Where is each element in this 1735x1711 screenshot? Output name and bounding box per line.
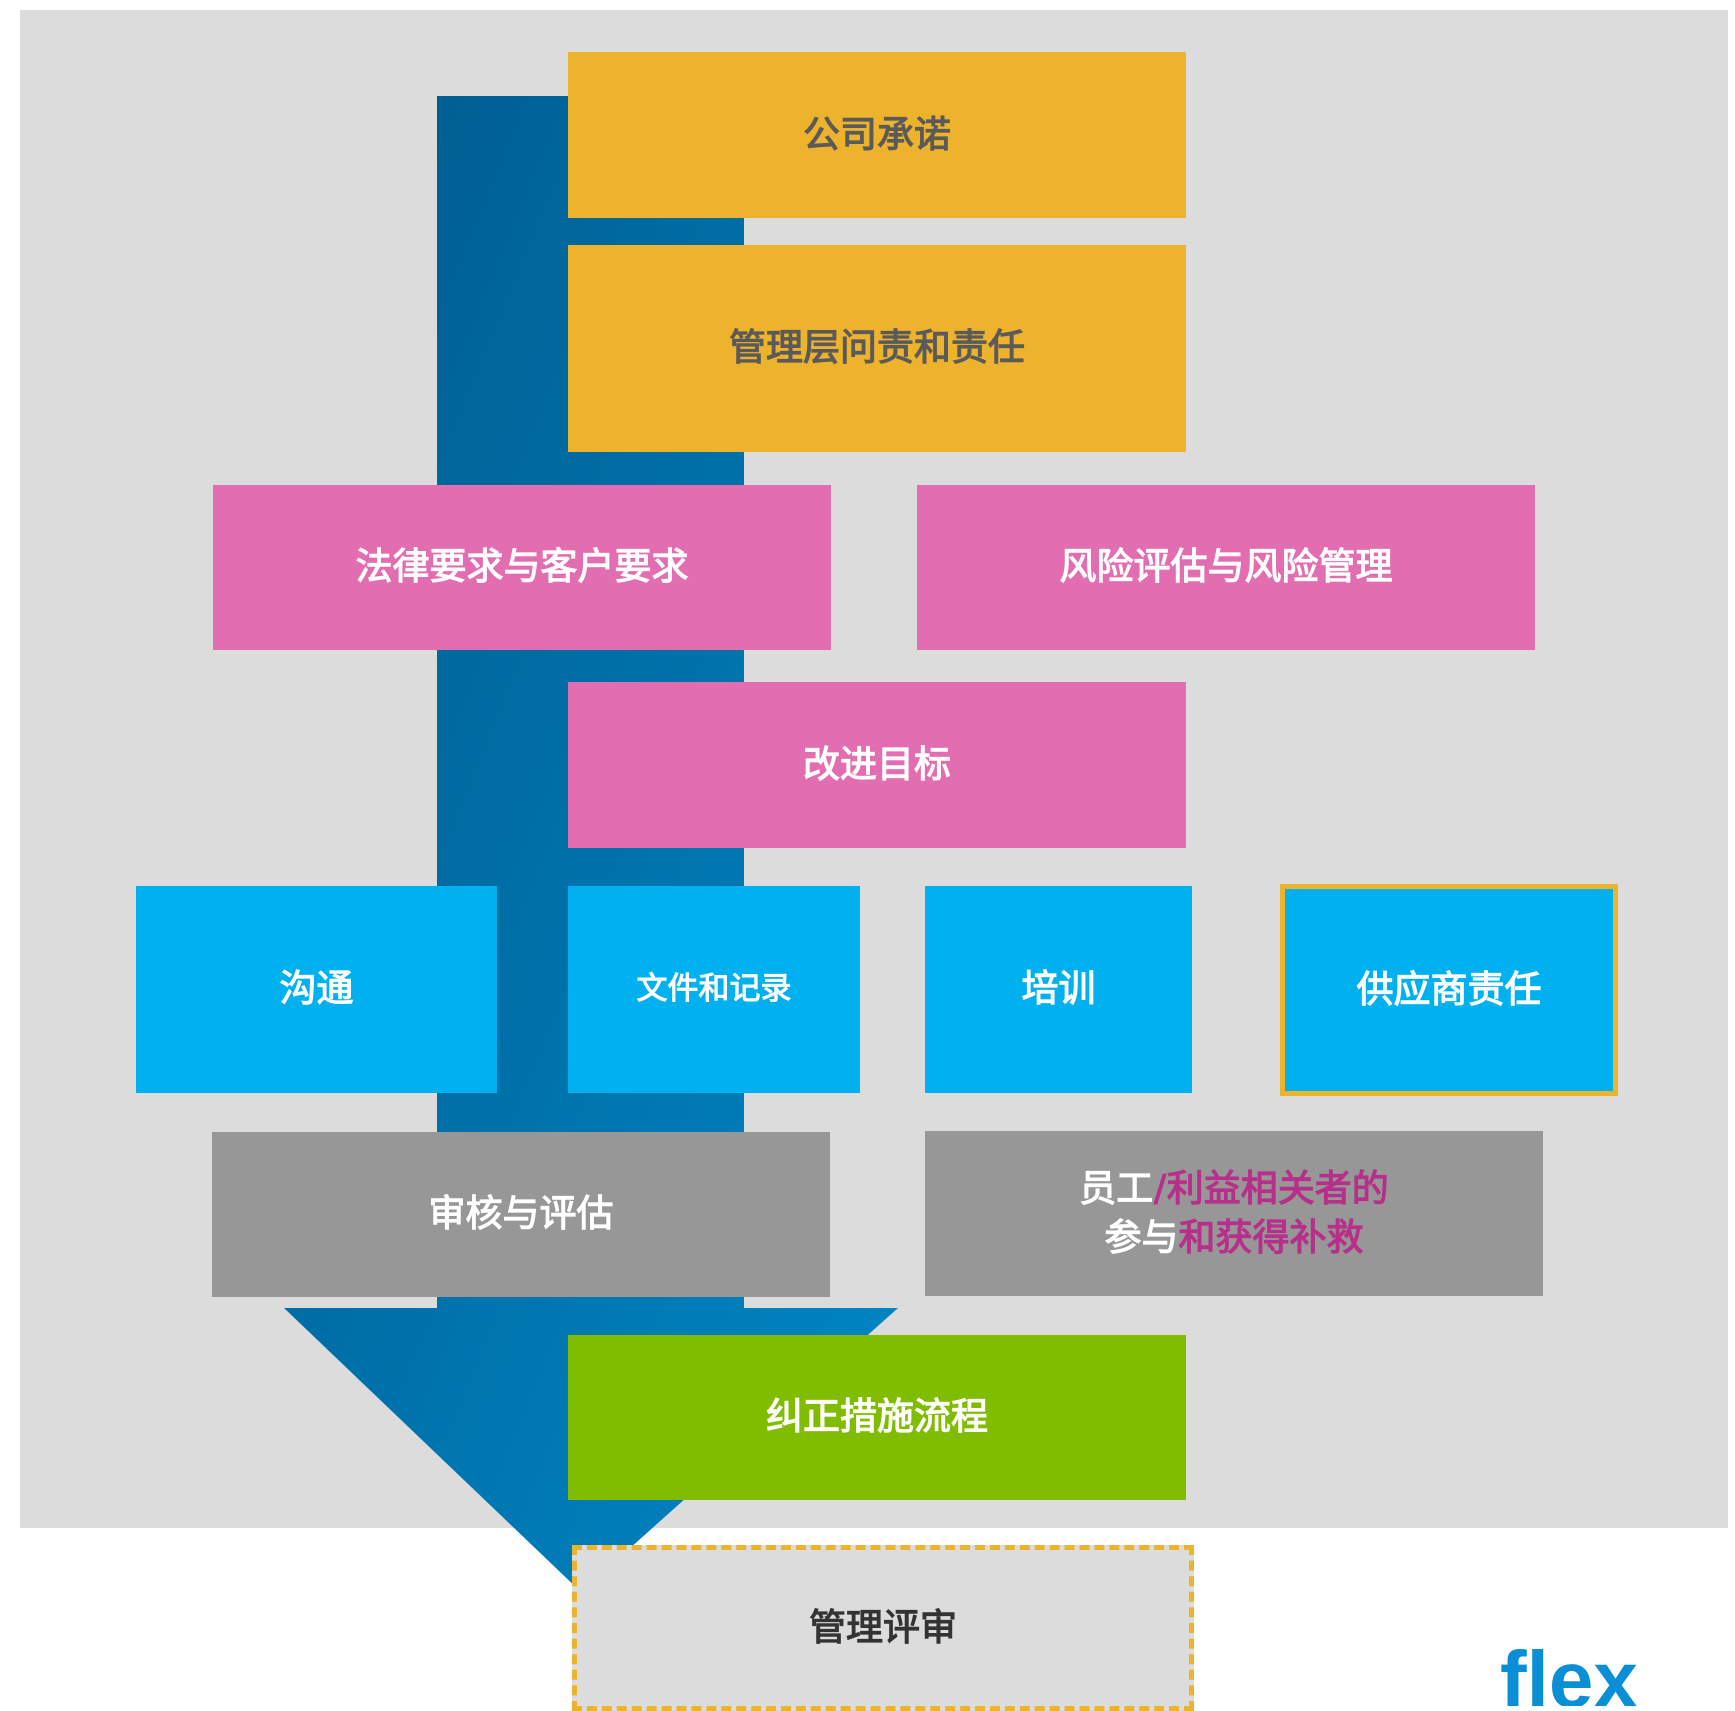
documentation-label: 文件和记录	[636, 971, 792, 1008]
company-commitment-box: 公司承诺	[568, 52, 1186, 218]
risk-assessment-label: 风险评估与风险管理	[1059, 545, 1393, 589]
worker-engagement-text-3: 参与	[1104, 1215, 1179, 1259]
legal-requirements-box: 法律要求与客户要求	[213, 485, 831, 650]
worker-engagement-text-1: 员工	[1079, 1167, 1154, 1211]
training-box: 培训	[925, 886, 1192, 1093]
worker-engagement-line-2: 参与和获得补救	[1105, 1214, 1364, 1262]
communication-label: 沟通	[279, 967, 354, 1011]
worker-engagement-text-2: /利益相关者的	[1153, 1167, 1389, 1211]
audit-assessment-label: 审核与评估	[428, 1192, 614, 1236]
corrective-action-label: 纠正措施流程	[766, 1395, 988, 1439]
improvement-targets-box: 改进目标	[568, 682, 1186, 848]
worker-engagement-box: 员工/利益相关者的 参与和获得补救	[925, 1131, 1543, 1296]
communication-box: 沟通	[136, 886, 497, 1093]
risk-assessment-box: 风险评估与风险管理	[917, 485, 1535, 650]
flex-logo: flex	[1500, 1640, 1700, 1706]
management-review-label: 管理评审	[809, 1605, 957, 1649]
supplier-responsibility-label: 供应商责任	[1356, 967, 1542, 1011]
improvement-targets-label: 改进目标	[803, 742, 951, 786]
worker-engagement-line-1: 员工/利益相关者的	[1079, 1165, 1389, 1213]
flex-logo-text: flex	[1500, 1640, 1638, 1706]
supplier-responsibility-box: 供应商责任	[1280, 884, 1618, 1096]
worker-engagement-text-4: 和获得补救	[1178, 1215, 1364, 1259]
management-review-box: 管理评审	[572, 1545, 1194, 1711]
audit-assessment-box: 审核与评估	[212, 1132, 830, 1297]
legal-requirements-label: 法律要求与客户要求	[355, 545, 689, 589]
training-label: 培训	[1021, 967, 1096, 1011]
management-accountability-label: 管理层问责和责任	[729, 326, 1025, 370]
documentation-box: 文件和记录	[568, 886, 860, 1093]
management-accountability-box: 管理层问责和责任	[568, 245, 1186, 452]
company-commitment-label: 公司承诺	[803, 112, 951, 156]
corrective-action-box: 纠正措施流程	[568, 1335, 1186, 1500]
